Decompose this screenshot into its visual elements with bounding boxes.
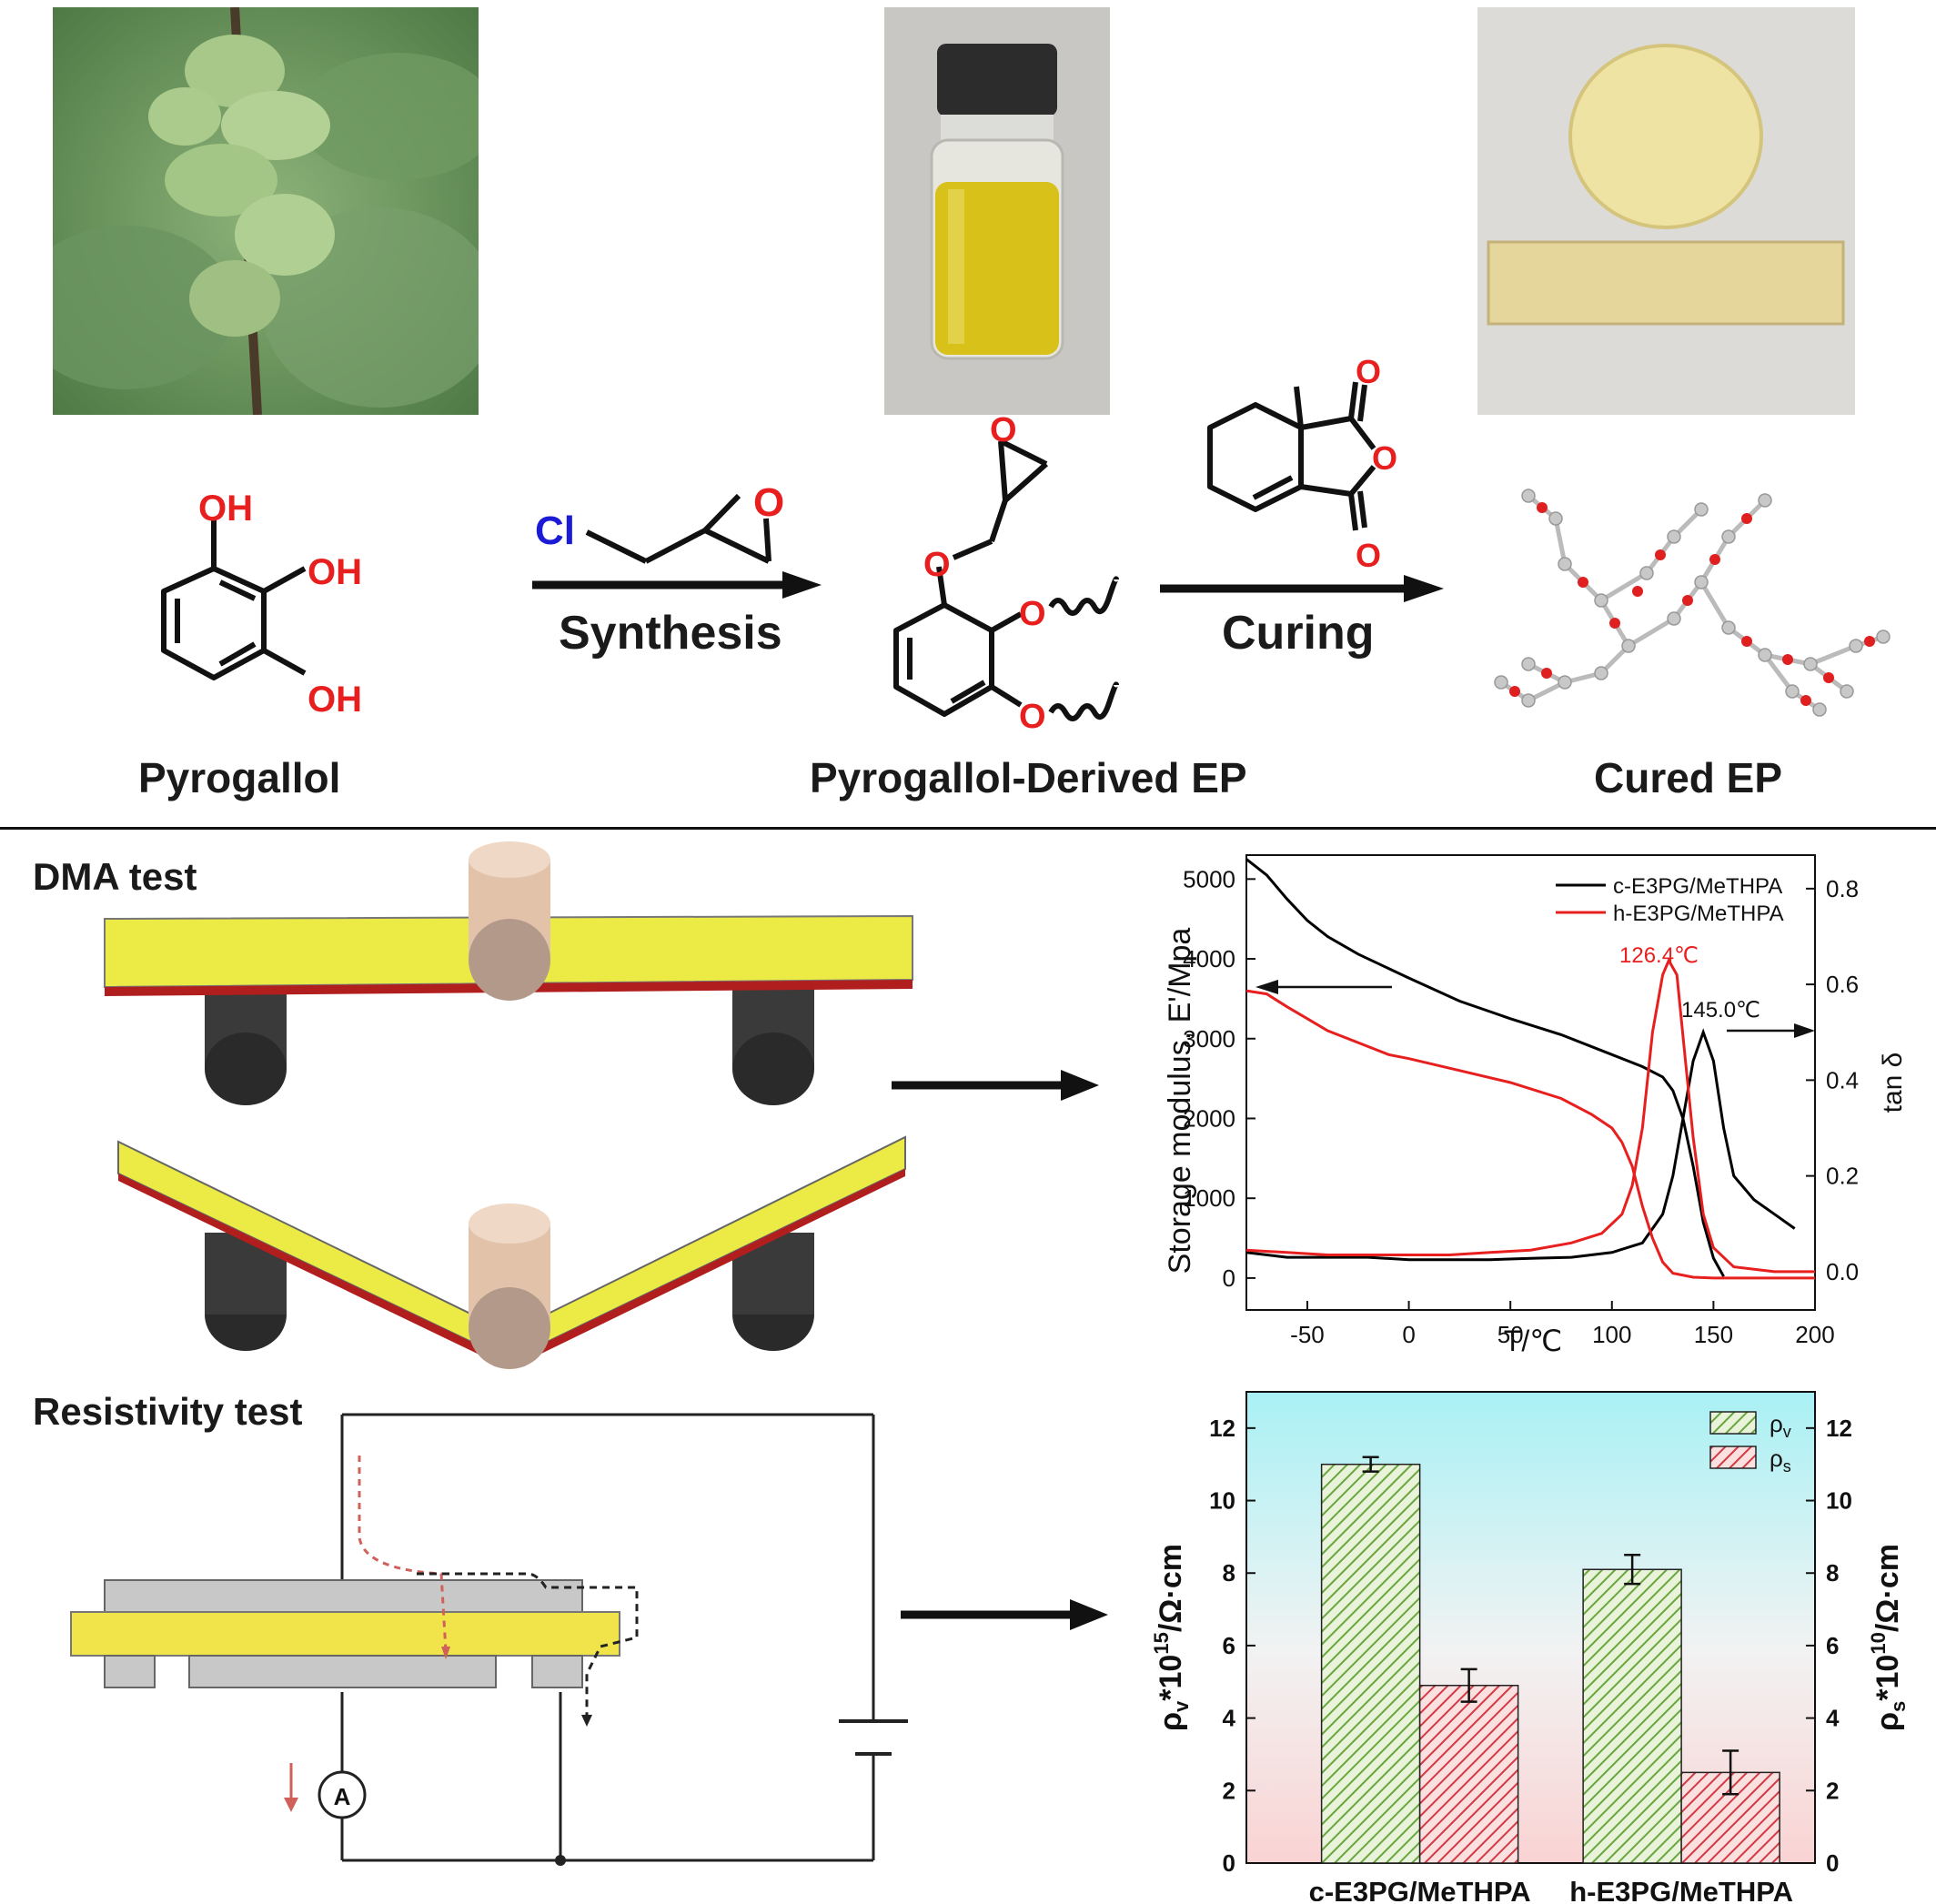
dma-right-axis-label: tan δ [1878,1053,1908,1113]
chlorine-atom: Cl [535,509,575,553]
dma-diagram [104,841,913,1369]
bar-right-axis-label: ρs*1010/Ω·cm [1867,1544,1910,1731]
bar-right-tick-label: 10 [1826,1487,1852,1515]
dma-left-axis-label: Storage modulus, E'/Mpa [1163,928,1197,1274]
bar-rho-v-h-e3pg [1582,1568,1682,1864]
bar-right-tick-label: 4 [1826,1705,1840,1732]
legend-swatch-rho-v [1709,1411,1757,1435]
dma-x-tick-label: 50 [1497,1321,1524,1348]
dma-left-tick-label: 2000 [1183,1104,1235,1132]
dma-test-title: DMA test [33,855,197,898]
bar-left-tick-label: 8 [1223,1559,1235,1587]
anhydride-o-bottom: O [1356,537,1381,574]
bar-right-tick-label: 12 [1826,1415,1852,1442]
plant-photo [53,7,479,415]
dma-right-tick-label: 0.6 [1826,971,1859,998]
bar-left-tick-label: 0 [1223,1849,1235,1877]
bar-rho-s-c-e3pg [1418,1685,1519,1864]
bar-rho-v-c-e3pg [1320,1463,1421,1864]
synthesis-label: Synthesis [559,607,782,660]
resistivity-chart: 0 2 4 6 8 10 12 0 2 4 6 8 10 12 c-E3PG/MeTHPA h-E3PG/… [1150,1391,1910,1901]
pyrogallol-label: Pyrogallol [138,754,341,801]
bar-left-tick-label: 12 [1209,1415,1235,1442]
dma-x-tick-label: -50 [1290,1321,1325,1348]
dma-x-tick-label: 100 [1592,1321,1631,1348]
derived-ep-structure: O O O O [893,414,1119,736]
bar-category-label: h-E3PG/MeTHPA [1569,1876,1793,1901]
dma-series-c-left [1245,858,1725,1277]
dma-series-c-right [1245,1028,1796,1262]
methpa-structure: O O O [1207,353,1397,574]
dma-right-tick-label: 0.0 [1826,1258,1859,1285]
dma-x-tick-label: 200 [1795,1321,1834,1348]
vial-photo [884,7,1110,415]
pyrogallol-oh-middle: OH [308,552,362,592]
bar-left-tick-label: 6 [1223,1632,1235,1659]
bar-right-tick-label: 6 [1826,1632,1839,1659]
peak-annotation-h: 126.4℃ [1619,943,1699,968]
resistivity-test-title: Resistivity test [33,1390,303,1433]
pyrogallol-oh-bottom: OH [308,680,362,720]
curing-arrow [1160,575,1444,602]
bar-left-tick-label: 4 [1223,1705,1236,1732]
anhydride-o-mid: O [1372,439,1397,477]
dma-right-tick-label: 0.2 [1826,1163,1859,1190]
bar-right-tick-label: 0 [1826,1849,1839,1877]
curing-label: Curing [1222,607,1375,660]
dma-left-tick-label: 1000 [1183,1184,1235,1212]
epichlorohydrin-structure: Cl O [535,480,784,564]
peak-annotation-c: 145.0℃ [1681,998,1760,1023]
ammeter-label: A [334,1783,351,1810]
dma-left-tick-label: 3000 [1183,1025,1235,1053]
resistivity-circuit: A [70,1413,908,1866]
epoxide-oxygen: O [753,480,784,525]
dma-x-tick-label: 0 [1402,1321,1415,1348]
bar-right-tick-label: 2 [1826,1777,1839,1804]
bar-left-tick-label: 10 [1209,1487,1235,1515]
ether-o-1: O [923,546,951,584]
dma-arrow [892,1070,1099,1101]
dma-x-axis-label: T/℃ [1504,1325,1562,1355]
ammeter-icon [318,1770,367,1819]
dma-right-tick-label: 0.4 [1826,1066,1859,1093]
pyrogallol-oh-top: OH [198,489,253,529]
synthesis-arrow [532,571,822,599]
bar-right-tick-label: 8 [1826,1559,1839,1587]
dma-left-tick-label: 5000 [1183,865,1235,892]
section-divider [0,827,1936,830]
dma-series-h-left [1245,989,1815,1280]
resistivity-arrow [901,1599,1108,1630]
pyrogallol-structure: OH OH OH [161,489,362,720]
derived-ep-label: Pyrogallol-Derived EP [810,754,1247,801]
legend-label-c-e3pg: c-E3PG/MeTHPA [1613,874,1782,899]
dma-right-tick-label: 0.8 [1826,875,1859,902]
bar-category-label: c-E3PG/MeTHPA [1309,1876,1531,1901]
cured-samples-photo [1477,7,1855,415]
epoxide-o: O [990,414,1017,449]
ether-o-2: O [1019,595,1046,633]
dma-plot-area [1245,854,1816,1311]
ether-o-3: O [1019,698,1046,736]
anhydride-o-top: O [1356,353,1381,390]
cured-ep-network [1494,489,1891,717]
right-axis-pointer-head [1794,1023,1815,1038]
left-axis-pointer-head [1255,980,1278,994]
bar-left-tick-label: 2 [1223,1777,1235,1804]
dma-left-tick-label: 4000 [1183,945,1235,972]
cured-ep-label: Cured EP [1594,754,1783,801]
legend-label-h-e3pg: h-E3PG/MeTHPA [1613,902,1784,926]
legend-swatch-rho-s [1709,1446,1757,1469]
dma-left-tick-label: 0 [1223,1264,1235,1292]
dma-x-tick-label: 150 [1694,1321,1733,1348]
bar-left-axis-label: ρv*1015/Ω·cm [1150,1544,1193,1731]
dma-series-h-right [1245,957,1815,1274]
